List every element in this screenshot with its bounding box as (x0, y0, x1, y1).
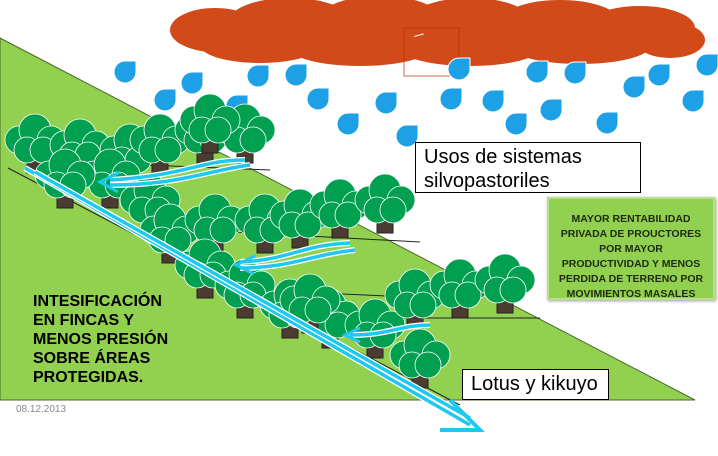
raindrop-icon (595, 111, 619, 135)
raindrop-icon (336, 112, 360, 136)
benefit-callout: MAYOR RENTABILIDAD PRIVADA DE PROUCTORES… (547, 197, 715, 300)
runoff-arrow (109, 158, 246, 182)
tree-icon (474, 253, 536, 314)
raindrop-icon (284, 63, 308, 87)
tree-icon (184, 193, 246, 254)
arrowhead-icon (341, 326, 361, 344)
raindrop-icon (563, 61, 587, 85)
downhill-arrow (34, 170, 471, 420)
tree-icon (214, 103, 276, 164)
raindrop-icon (113, 60, 137, 84)
raindrop-icon (681, 89, 705, 113)
raindrop-icon (647, 63, 671, 87)
slide-date: 08.12.2013 (16, 404, 67, 415)
runoff-arrow (239, 248, 356, 270)
arrowhead-icon (440, 398, 485, 432)
tree-icon (354, 173, 416, 234)
lotus-kikuyo-label: Lotus y kikuyo (462, 369, 609, 400)
raindrop-icon (539, 98, 563, 122)
runoff-arrow (109, 163, 251, 187)
raindrop-icon (481, 89, 505, 113)
raindrop-icon (395, 124, 419, 148)
tree-icon (279, 273, 341, 334)
tree-icon (309, 178, 371, 239)
raindrop-icon (246, 64, 270, 88)
silvopastoral-label: Usos de sistemas silvopastoriles (415, 142, 641, 193)
intensification-text: INTESIFICACIÓN EN FINCAS Y MENOS PRESIÓN… (33, 293, 169, 386)
raindrop-icon (306, 87, 330, 111)
raindrop-icon (374, 91, 398, 115)
arrowhead-icon (96, 170, 121, 194)
raindrop-icon (504, 112, 528, 136)
raindrop-icon (622, 75, 646, 99)
runoff-arrow (239, 241, 351, 264)
tree-icon (129, 113, 191, 174)
raindrop-icon (447, 57, 471, 81)
rain-cloud (170, 0, 705, 77)
raindrop-icon (439, 87, 463, 111)
tree-icon (389, 328, 451, 389)
runoff-arrow (349, 323, 431, 337)
tree-icon (384, 268, 446, 329)
tree-icon (179, 93, 241, 154)
raindrop-icon (525, 60, 549, 84)
raindrop-icon (153, 88, 177, 112)
raindrop-icon (180, 71, 204, 95)
arrowhead-icon (232, 254, 256, 276)
raindrop-icon (695, 53, 718, 77)
